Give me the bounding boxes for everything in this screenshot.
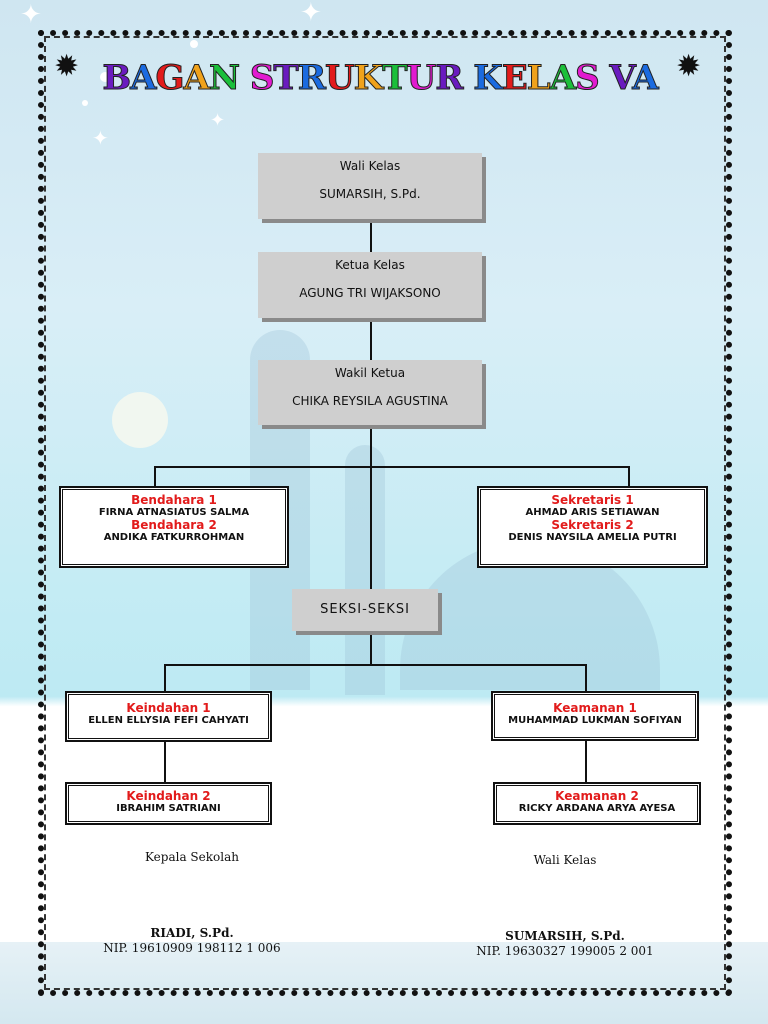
wakil-ketua-box: Wakil Ketua CHIKA REYSILA AGUSTINA	[258, 360, 482, 425]
connector-line	[164, 664, 166, 692]
sun-icon: ✹	[676, 49, 702, 84]
sun-icon: ✹	[54, 49, 80, 84]
person-name: MUHAMMAD LUKMAN SOFIYAN	[508, 715, 682, 726]
seksi-label: SEKSI-SEKSI	[320, 602, 410, 617]
wali-kelas-box: Wali Kelas SUMARSIH, S.Pd.	[258, 153, 482, 219]
title-letter: R	[297, 58, 326, 99]
lantern	[112, 392, 168, 448]
role-label: Sekretaris 1	[551, 493, 634, 507]
connector-line	[370, 318, 372, 360]
sky-dot	[82, 100, 88, 106]
keamanan1-box: Keamanan 1 MUHAMMAD LUKMAN SOFIYAN	[491, 691, 699, 741]
role-label: Bendahara 2	[131, 518, 217, 532]
person-name: SUMARSIH, S.Pd.	[319, 187, 421, 201]
role-label: Sekretaris 2	[551, 518, 634, 532]
keindahan1-box: Keindahan 1 ELLEN ELLYSIA FEFI CAHYATI	[65, 691, 272, 742]
person-name: FIRNA ATNASIATUS SALMA	[98, 507, 250, 518]
title-letter	[239, 58, 250, 98]
title-letter: A	[632, 58, 659, 99]
signature-right-nip: NIP. 19630327 199005 2 001	[476, 944, 654, 958]
person-name: ANDIKA FATKURROHMAN	[103, 532, 245, 543]
sparkle-icon: ✦	[92, 126, 109, 150]
title-letter	[599, 58, 610, 98]
title-letter: E	[501, 58, 528, 99]
signature-left-nip: NIP. 19610909 198112 1 006	[103, 941, 281, 955]
title-letter: G	[155, 58, 185, 99]
role-label: Ketua Kelas	[335, 258, 405, 272]
title-letter: A	[549, 58, 576, 99]
seksi-box: SEKSI-SEKSI	[292, 589, 438, 631]
connector-line	[585, 740, 587, 783]
keindahan2-box: Keindahan 2 IBRAHIM SATRIANI	[65, 782, 272, 825]
keamanan2-box: Keamanan 2 RICKY ARDANA ARYA AYESA	[493, 782, 701, 825]
sparkle-icon: ✦	[210, 110, 226, 131]
person-name: DENIS NAYSILA AMELIA PUTRI	[508, 532, 677, 543]
connector-line	[370, 425, 372, 590]
connector-line	[370, 632, 372, 665]
person-name: AGUNG TRI WIJAKSONO	[299, 286, 441, 300]
person-name: ELLEN ELLYSIA FEFI CAHYATI	[88, 715, 249, 726]
title-letter: T	[382, 58, 408, 99]
connector-line	[628, 466, 630, 487]
signature-right-title: Wali Kelas	[533, 853, 597, 867]
role-label: Keindahan 2	[126, 789, 211, 803]
role-label: Wali Kelas	[339, 159, 401, 173]
signature-left-name: RIADI, S.Pd.	[92, 926, 292, 940]
title-letter: K	[353, 58, 384, 99]
title-letter: U	[406, 58, 437, 99]
person-name: IBRAHIM SATRIANI	[116, 803, 221, 814]
connector-line	[370, 220, 372, 252]
page-title: BAGAN STRUKTUR KELAS VA	[100, 58, 660, 99]
role-label: Bendahara 1	[131, 493, 217, 507]
role-label: Keamanan 1	[553, 701, 637, 715]
sparkle-icon: ✦	[20, 0, 42, 30]
connector-line	[164, 741, 166, 783]
signer-name: SUMARSIH, S.Pd.	[505, 929, 625, 943]
connector-line	[585, 664, 587, 692]
role-label: Wakil Ketua	[334, 366, 406, 380]
ketua-kelas-box: Ketua Kelas AGUNG TRI WIJAKSONO	[258, 252, 482, 318]
role-label: Keamanan 2	[555, 789, 639, 803]
sparkle-icon: ✦	[300, 0, 322, 28]
person-name: CHIKA REYSILA AGUSTINA	[292, 394, 448, 408]
title-letter: V	[609, 58, 634, 99]
decorative-frame	[38, 30, 732, 996]
title-letter: L	[526, 58, 551, 99]
person-name: RICKY ARDANA ARYA AYESA	[518, 803, 676, 814]
mosque-silhouette	[345, 445, 385, 695]
title-letter: R	[435, 58, 464, 99]
title-letter: S	[249, 58, 275, 99]
bendahara-box: Bendahara 1 FIRNA ATNASIATUS SALMA Benda…	[59, 486, 289, 568]
role-label: Keindahan 1	[126, 701, 211, 715]
connector-line	[164, 664, 586, 666]
title-letter: T	[273, 58, 299, 99]
sky-dot	[100, 72, 110, 82]
title-letter: A	[130, 58, 157, 99]
title-letter: K	[473, 58, 504, 99]
signature-left-title: Kepala Sekolah	[145, 850, 239, 864]
decorative-frame-inner	[44, 36, 726, 990]
title-letter: A	[183, 58, 210, 99]
signature-right-name: SUMARSIH, S.Pd.	[460, 929, 670, 943]
connector-line	[154, 466, 156, 487]
title-letter: B	[102, 58, 132, 99]
signer-name: RIADI, S.Pd.	[150, 926, 234, 940]
title-letter: N	[208, 58, 240, 99]
person-name: AHMAD ARIS SETIAWAN	[525, 507, 660, 518]
title-letter	[462, 58, 473, 98]
title-letter: U	[325, 58, 356, 99]
title-letter: S	[575, 58, 601, 99]
sekretaris-box: Sekretaris 1 AHMAD ARIS SETIAWAN Sekreta…	[477, 486, 708, 568]
connector-line	[154, 466, 630, 468]
sky-dot	[190, 40, 198, 48]
